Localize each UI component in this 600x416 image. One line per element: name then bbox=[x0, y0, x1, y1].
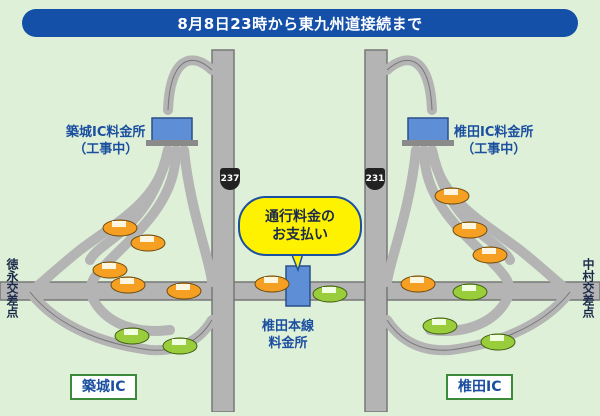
car-icon bbox=[472, 246, 508, 264]
callout-line1: 通行料金の bbox=[265, 209, 335, 225]
left-tollgate-label: 築城IC料金所 （工事中） bbox=[66, 124, 145, 158]
right-tollbooth-base bbox=[402, 140, 454, 146]
route-shield-icon: 231 bbox=[365, 168, 385, 190]
car-icon bbox=[92, 261, 128, 279]
car-icon bbox=[114, 327, 150, 345]
car-icon bbox=[130, 234, 166, 252]
car-icon bbox=[480, 333, 516, 351]
car-icon bbox=[162, 337, 198, 355]
car-icon bbox=[422, 317, 458, 335]
left-interchange-ramps bbox=[25, 55, 217, 356]
right-tollbooth-icon bbox=[407, 117, 449, 145]
right-tollgate-label: 椎田IC料金所 （工事中） bbox=[454, 124, 533, 158]
left-direction-label: 徳永交差点 bbox=[5, 258, 19, 318]
payment-callout: 通行料金の お支払い bbox=[238, 196, 362, 256]
car-icon bbox=[434, 187, 470, 205]
callout-line2: お支払い bbox=[272, 227, 328, 243]
right-tollgate-name: 椎田IC料金所 bbox=[454, 125, 534, 140]
banner-title: 8月8日23時から東九州道接続まで bbox=[22, 9, 578, 37]
main-tollgate-line2: 料金所 bbox=[268, 336, 308, 351]
left-tollgate-name: 築城IC料金所 bbox=[66, 125, 146, 140]
main-tollgate-label: 椎田本線 料金所 bbox=[262, 318, 314, 352]
left-ramp-edges bbox=[29, 60, 213, 351]
left-ic-box: 築城IC bbox=[70, 374, 138, 400]
main-tollgate-line1: 椎田本線 bbox=[262, 319, 315, 334]
car-icon bbox=[400, 275, 436, 293]
car-icon bbox=[110, 276, 146, 294]
right-ic-box: 椎田IC bbox=[446, 374, 514, 400]
car-icon bbox=[312, 285, 348, 303]
right-interchange-ramps bbox=[382, 55, 575, 356]
left-vertical-road bbox=[211, 49, 235, 413]
car-icon bbox=[452, 221, 488, 239]
left-tollgate-status: （工事中） bbox=[73, 142, 139, 157]
car-icon bbox=[254, 275, 290, 293]
car-icon bbox=[102, 219, 138, 237]
car-icon bbox=[452, 283, 488, 301]
car-icon bbox=[166, 282, 202, 300]
right-tollgate-status: （工事中） bbox=[461, 142, 527, 157]
left-tollbooth-base bbox=[146, 140, 198, 146]
right-vertical-road bbox=[364, 49, 388, 413]
right-direction-label: 中村交差点 bbox=[581, 258, 595, 318]
route-shield-icon: 237 bbox=[220, 168, 240, 190]
right-ramp-edges bbox=[386, 60, 571, 351]
